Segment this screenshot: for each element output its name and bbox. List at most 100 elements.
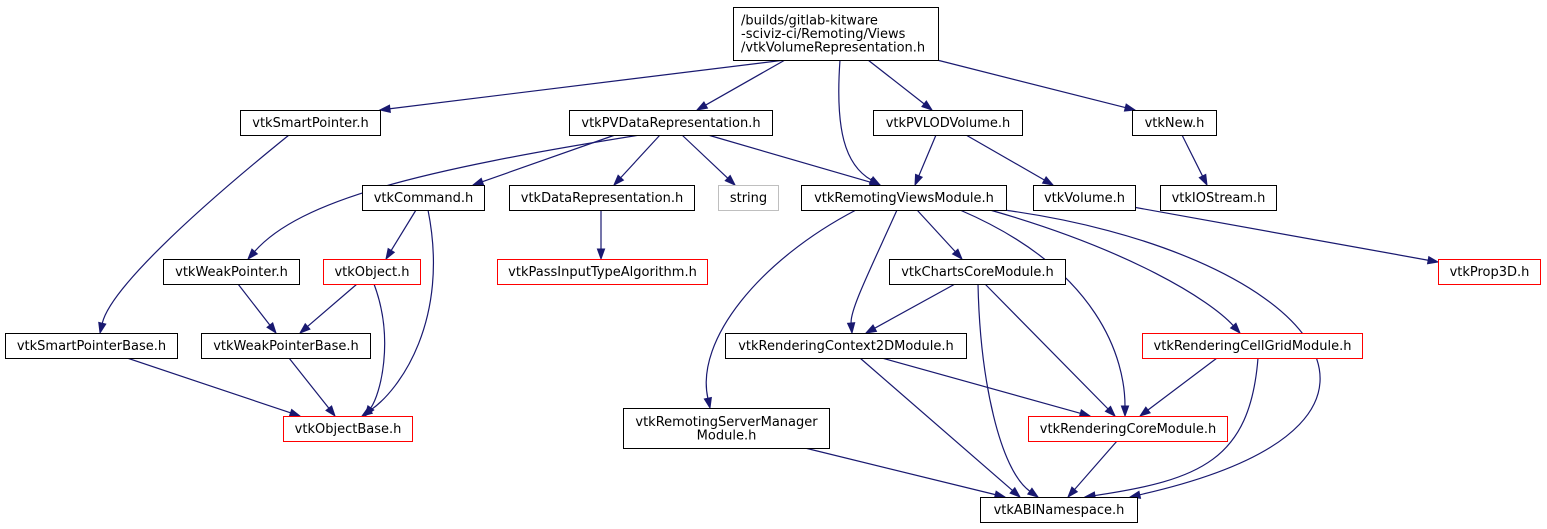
node-label-passinput-0: vtkPassInputTypeAlgorithm.h	[508, 265, 697, 280]
node-box-object	[323, 259, 421, 285]
node-smartptrbase[interactable]: vtkSmartPointerBase.h	[5, 333, 178, 359]
node-command[interactable]: vtkCommand.h	[362, 185, 485, 211]
node-rendcore[interactable]: vtkRenderingCoreModule.h	[1028, 416, 1228, 442]
node-root[interactable]: /builds/gitlab-kitware-sciviz-ci/Remotin…	[733, 7, 939, 61]
node-label-root-0: /builds/gitlab-kitware	[741, 14, 878, 29]
edge-object-to-weakptrbase	[298, 283, 358, 334]
node-box-pvdatarep	[569, 110, 773, 136]
node-object[interactable]: vtkObject.h	[323, 259, 421, 285]
edge-arrowhead	[1026, 487, 1040, 498]
node-label-pvdatarep-0: vtkPVDataRepresentation.h	[581, 116, 760, 131]
node-box-servermgr	[623, 408, 830, 449]
node-box-passinput	[497, 259, 708, 285]
node-label-smartptrbase-0: vtkSmartPointerBase.h	[17, 339, 166, 354]
node-label-iostream-0: vtkIOStream.h	[1172, 191, 1266, 206]
node-volume[interactable]: vtkVolume.h	[1033, 185, 1136, 211]
edge-line	[1147, 357, 1218, 411]
node-weakptr[interactable]: vtkWeakPointer.h	[163, 259, 300, 285]
edge-line	[936, 59, 1126, 109]
node-string: string	[718, 185, 779, 211]
node-cellgrid[interactable]: vtkRenderingCellGridModule.h	[1142, 333, 1363, 359]
edge-ctx2d-to-abins	[859, 357, 1022, 498]
node-label-command-0: vtkCommand.h	[374, 191, 474, 206]
node-label-chartscore-0: vtkChartsCoreModule.h	[901, 265, 1054, 280]
edge-line	[620, 134, 661, 179]
node-passinput[interactable]: vtkPassInputTypeAlgorithm.h	[497, 259, 708, 285]
node-label-objectbase-0: vtkObjectBase.h	[295, 422, 402, 437]
node-chartscore[interactable]: vtkChartsCoreModule.h	[889, 259, 1066, 285]
edge-chartscore-to-ctx2d	[864, 283, 956, 334]
node-label-smartptr-0: vtkSmartPointer.h	[252, 116, 368, 131]
edge-line	[705, 59, 786, 106]
node-label-servermgr-0: vtkRemotingServerManager	[635, 415, 818, 430]
edge-remviews-to-chartscore	[916, 209, 963, 261]
node-iostream[interactable]: vtkIOStream.h	[1160, 185, 1277, 211]
edge-pvdatarep-to-string	[681, 134, 737, 187]
node-box-chartscore	[889, 259, 1066, 285]
edge-line	[126, 357, 291, 414]
edge-line	[1181, 134, 1204, 177]
edge-arrowhead	[1138, 406, 1151, 417]
edge-arrowhead	[325, 405, 336, 418]
edge-pvlodvol-to-volume	[965, 134, 1055, 186]
edge-line	[705, 209, 857, 399]
edge-arrowhead	[1009, 486, 1022, 498]
node-smartptr[interactable]: vtkSmartPointer.h	[240, 110, 381, 136]
node-label-volume-0: vtkVolume.h	[1044, 191, 1125, 206]
node-objectbase[interactable]: vtkObjectBase.h	[283, 416, 413, 442]
edge-arrowhead	[364, 404, 375, 418]
edge-line	[390, 209, 417, 251]
edge-line	[881, 357, 1081, 414]
edge-weakptr-to-weakptrbase	[237, 283, 277, 335]
edge-chartscore-to-rendcore	[984, 283, 1117, 418]
edge-arrowhead	[864, 324, 878, 334]
edge-remviews-to-servermgr	[703, 209, 857, 410]
node-pvlodvol[interactable]: vtkPVLODVolume.h	[873, 110, 1023, 136]
node-prop3d[interactable]: vtkProp3D.h	[1438, 259, 1541, 285]
nodes-layer: /builds/gitlab-kitware-sciviz-ci/Remotin…	[5, 7, 1541, 523]
edge-arrowhead	[385, 247, 396, 261]
node-label-object-0: vtkObject.h	[334, 265, 409, 280]
edge-arrowhead	[951, 248, 963, 261]
edge-arrowhead	[98, 321, 107, 335]
edge-arrowhead	[378, 104, 391, 113]
edge-line	[1094, 357, 1259, 497]
node-weakptrbase[interactable]: vtkWeakPointerBase.h	[201, 333, 371, 359]
edge-line	[984, 283, 1109, 410]
edge-rendcore-to-abins	[1067, 440, 1118, 499]
edge-arrowhead	[247, 248, 259, 261]
edge-line	[959, 209, 1126, 407]
edge-cellgrid-to-rendcore	[1138, 357, 1218, 417]
edge-arrowhead	[1229, 322, 1241, 335]
node-remviews[interactable]: vtkRemotingViewsModule.h	[801, 185, 1007, 211]
node-abins[interactable]: vtkABINamespace.h	[980, 497, 1138, 523]
node-label-prop3d-0: vtkProp3D.h	[1450, 265, 1530, 280]
edge-datarep-to-passinput	[596, 210, 606, 261]
edge-arrowhead	[1198, 173, 1208, 187]
edge-line	[867, 59, 925, 105]
node-ctx2d[interactable]: vtkRenderingContext2DModule.h	[725, 333, 967, 359]
edge-line	[1132, 206, 1429, 261]
edge-arrowhead	[471, 177, 485, 186]
edge-line	[101, 134, 290, 324]
edge-arrowhead	[695, 101, 709, 111]
edge-vtknew-to-iostream	[1181, 134, 1208, 187]
edge-root-to-pvlodvol	[867, 59, 934, 111]
node-box-weakptr	[163, 259, 300, 285]
node-box-weakptrbase	[201, 333, 371, 359]
edge-root-to-smartptr	[378, 59, 786, 113]
node-box-prop3d	[1438, 259, 1541, 285]
node-label-root-1: -sciviz-ci/Remoting/Views	[741, 27, 906, 42]
node-datarep[interactable]: vtkDataRepresentation.h	[509, 185, 695, 211]
node-label-rendcore-0: vtkRenderingCoreModule.h	[1040, 422, 1216, 437]
node-box-vtknew	[1132, 110, 1217, 136]
node-label-weakptrbase-0: vtkWeakPointerBase.h	[213, 339, 359, 354]
node-box-ctx2d	[725, 333, 967, 359]
edge-pvdatarep-to-command	[471, 134, 616, 186]
edge-arrowhead	[1067, 486, 1079, 499]
node-pvdatarep[interactable]: vtkPVDataRepresentation.h	[569, 110, 773, 136]
edge-line	[369, 209, 434, 411]
node-vtknew[interactable]: vtkNew.h	[1132, 110, 1217, 136]
edge-arrowhead	[921, 100, 934, 111]
